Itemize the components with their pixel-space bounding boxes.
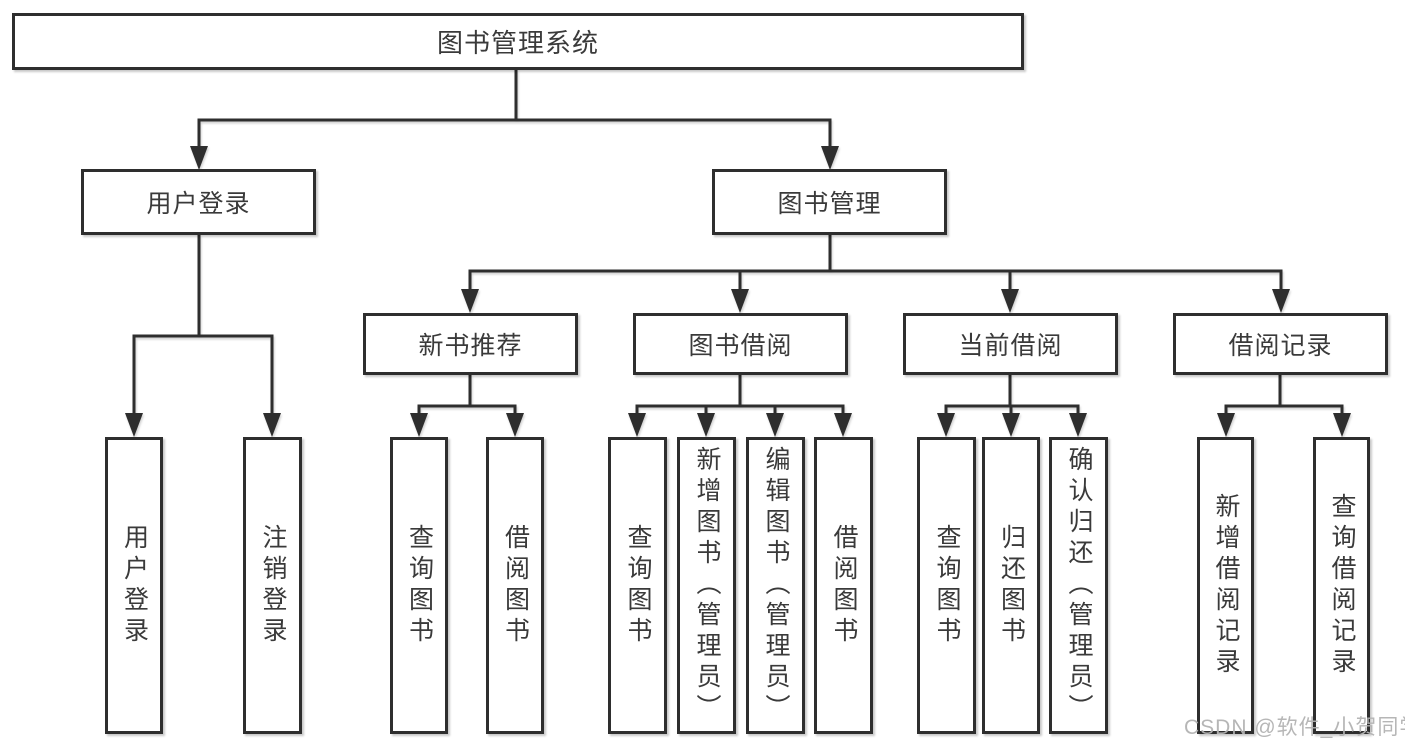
leaf-query-books-current: 查询图书 [917,437,976,734]
leaf-add-borrow-record: 新增借阅记录 [1197,437,1254,734]
connector-user-login-children [125,235,281,437]
connector-borrow-records-children [1217,375,1351,437]
node-new-book-recommendation: 新书推荐 [363,313,578,375]
node-book-borrowing: 图书借阅 [633,313,848,375]
connector-book-borrow-children [628,375,852,437]
leaf-user-login: 用户登录 [105,437,163,734]
leaf-query-borrow-record: 查询借阅记录 [1313,437,1370,734]
leaf-add-books-admin: 新增图书（管理员） [677,437,736,734]
node-library-management-system: 图书管理系统 [12,13,1024,70]
connector-book-management-children [461,235,1290,313]
connector-root-to-level2 [190,70,839,170]
leaf-confirm-return-admin: 确认归还（管理员） [1049,437,1108,734]
connector-current-borrow-children [937,375,1087,437]
leaf-logout: 注销登录 [243,437,302,734]
leaf-query-books-borrow: 查询图书 [608,437,667,734]
leaf-borrow-books: 借阅图书 [814,437,873,734]
csdn-watermark: CSDN @软件_小贺同学 [1184,716,1405,739]
connector-new-book-children [410,375,524,437]
leaf-borrow-books-recommend: 借阅图书 [486,437,544,734]
node-borrowing-records: 借阅记录 [1173,313,1388,375]
leaf-return-books: 归还图书 [982,437,1040,734]
leaf-query-books-recommend: 查询图书 [390,437,448,734]
node-current-borrowing: 当前借阅 [903,313,1118,375]
node-book-management: 图书管理 [712,169,947,235]
leaf-edit-books-admin: 编辑图书（管理员） [746,437,805,734]
node-user-login: 用户登录 [81,169,316,235]
